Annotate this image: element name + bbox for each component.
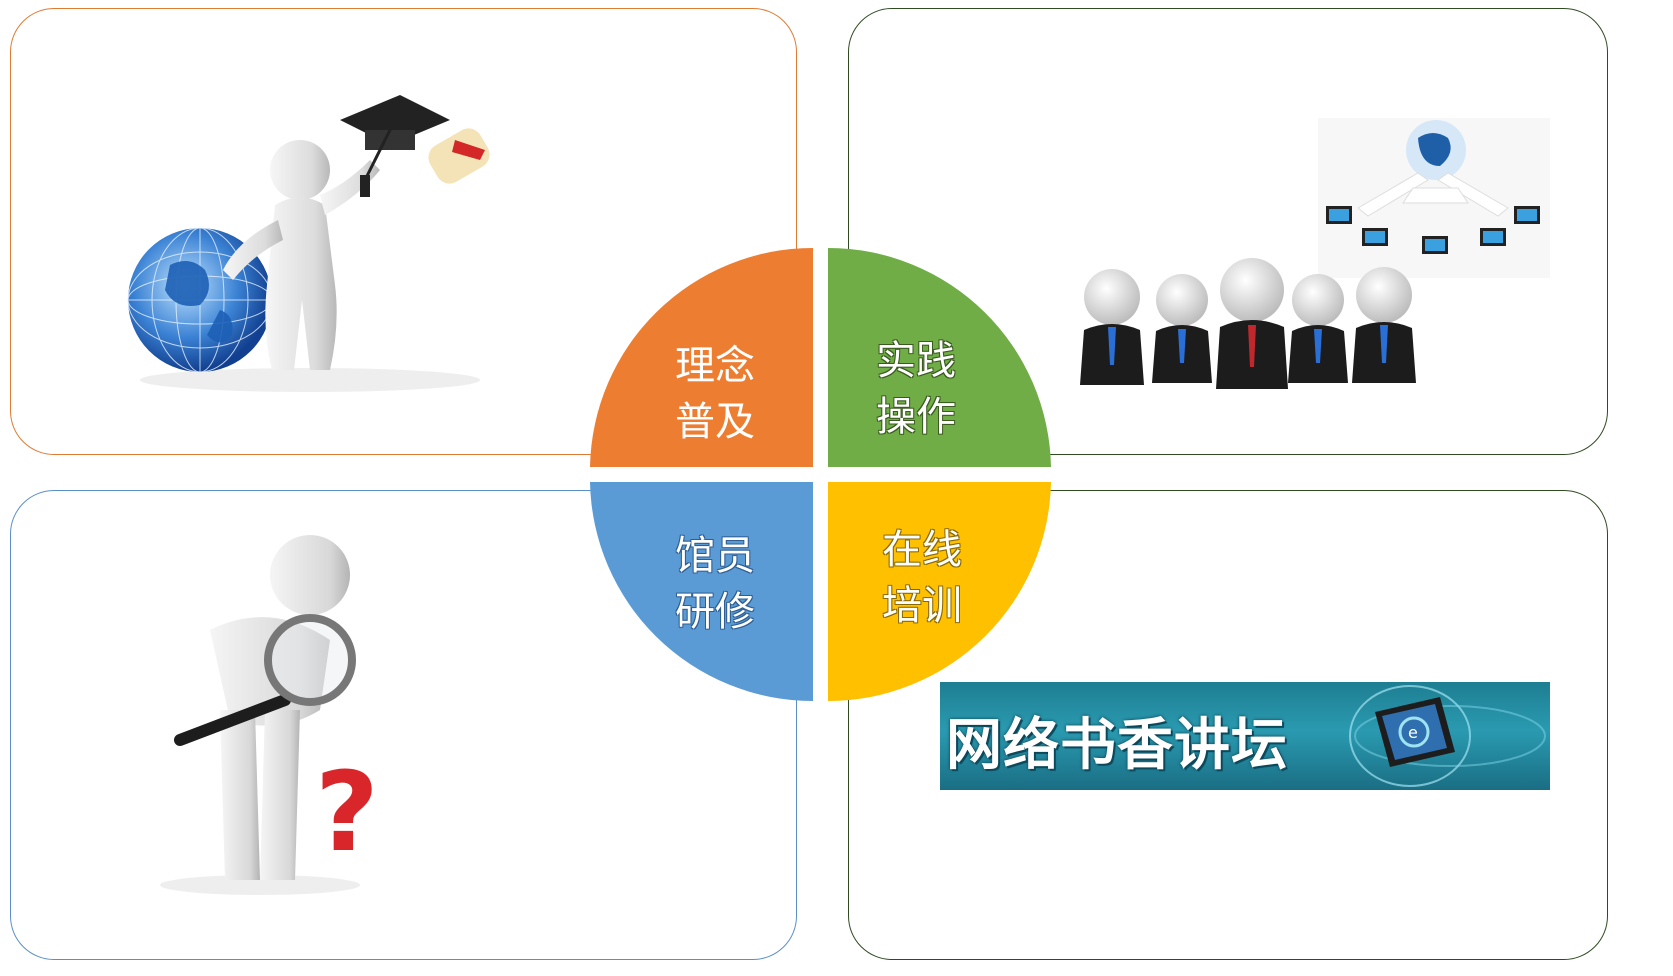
quadrant-circle: [590, 248, 1051, 701]
label-practice-operation: 实践 操作: [856, 333, 976, 445]
business-team-icon: [1080, 258, 1416, 389]
svg-text:?: ?: [315, 748, 379, 876]
quadrant-top-right: [828, 248, 1051, 467]
graduate-figure-icon: [127, 95, 490, 392]
label-line: 在线: [882, 527, 962, 573]
label-line: 普及: [675, 399, 755, 445]
svg-text:e: e: [1408, 723, 1418, 742]
inspector-figure-icon: ?: [160, 535, 379, 895]
label-line: 操作: [876, 394, 956, 440]
network-globe-icon: [1318, 118, 1550, 278]
forum-banner: e 网络书香讲坛: [940, 682, 1550, 790]
label-online-training: 在线 培训: [862, 522, 982, 634]
internet-explorer-icon: e: [1349, 685, 1546, 787]
banner-title: 网络书香讲坛: [946, 713, 1288, 778]
quadrant-top-left: [590, 248, 813, 467]
label-line: 理念: [675, 343, 755, 389]
label-line: 实践: [876, 338, 956, 384]
label-line: 馆员: [675, 533, 755, 579]
quadrant-bottom-left: [590, 482, 813, 701]
label-line: 培训: [882, 583, 962, 629]
label-concept-popularization: 理念 普及: [655, 338, 775, 450]
label-line: 研修: [675, 589, 755, 635]
label-librarian-training: 馆员 研修: [655, 528, 775, 640]
quadrant-bottom-right: [828, 482, 1051, 701]
